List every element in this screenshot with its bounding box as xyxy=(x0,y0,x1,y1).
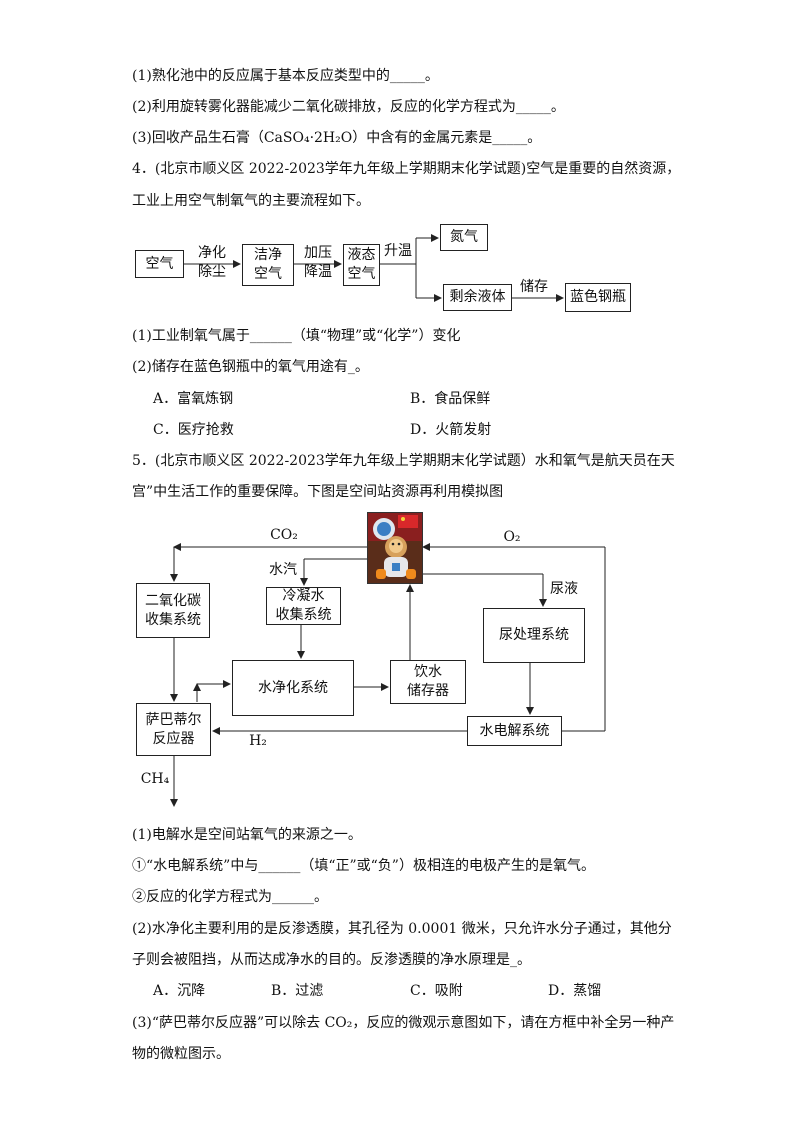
q5-sub-3-line-2: 物的微粒图示。 xyxy=(132,1046,230,1062)
co2-label: CO₂ xyxy=(270,527,298,543)
clean-air-box: 洁净空气 xyxy=(242,244,294,286)
q5-option-a: A．沉降 xyxy=(153,983,206,999)
vapor-label: 水汽 xyxy=(269,562,297,578)
sabatier-line-1: 萨巴蒂尔 xyxy=(145,711,202,728)
q5-sub-1b: ②反应的化学方程式为______。 xyxy=(132,889,328,905)
urine-box-label: 尿处理系统 xyxy=(499,627,569,643)
drinking-water-box: 饮水储存器 xyxy=(390,660,466,704)
clean-air-label: 空气 xyxy=(254,266,282,282)
q3-line-3: (3)回收产品生石膏（CaSO₄·2H₂O）中含有的金属元素是_____。 xyxy=(132,130,542,146)
cool-label: 降温 xyxy=(304,264,332,280)
condensate-box: 冷凝水收集系统 xyxy=(266,587,341,625)
purify-label: 净化 xyxy=(198,245,226,261)
q5-sub-1a: ①“水电解系统”中与______（填“正”或“负”）极相连的电极产生的是氧气。 xyxy=(132,858,595,874)
electrolysis-box: 水电解系统 xyxy=(467,716,562,746)
q4-intro-line-2: 工业上用空气制氧气的主要流程如下。 xyxy=(132,193,370,209)
liquid-label: 液态 xyxy=(347,247,376,263)
h2-label: H₂ xyxy=(249,733,267,749)
nitrogen-box: 氮气 xyxy=(440,224,488,251)
store-label: 储存 xyxy=(520,279,548,295)
ch4-label: CH₄ xyxy=(140,771,170,787)
urine-processing-box: 尿处理系统 xyxy=(483,608,585,663)
q4-option-d: D．火箭发射 xyxy=(410,422,492,438)
cylinder-label: 蓝色钢瓶 xyxy=(570,289,626,305)
urine-label: 尿液 xyxy=(550,581,578,597)
q3-line-2: (2)利用旋转雾化器能减少二氧化碳排放，反应的化学方程式为_____。 xyxy=(132,99,565,115)
q4-option-b: B．食品保鲜 xyxy=(410,391,491,407)
heat-label: 升温 xyxy=(384,243,412,259)
q5-option-d: D．蒸馏 xyxy=(548,983,602,999)
purify-box-label: 水净化系统 xyxy=(258,679,328,696)
q5-intro-line-2: 宫”中生活工作的重要保障。下图是空间站资源再利用模拟图 xyxy=(132,484,504,500)
residue-box: 剩余液体 xyxy=(443,284,512,311)
q5-intro-line-1: 5．(北京市顺义区 2022-2023学年九年级上学期期末化学试题）水和氧气是航… xyxy=(132,453,675,469)
q4-option-a: A．富氧炼钢 xyxy=(153,391,234,407)
q4-intro-line-1: 4．(北京市顺义区 2022-2023学年九年级上学期期末化学试题)空气是重要的… xyxy=(132,161,681,177)
sabatier-reactor-box: 萨巴蒂尔反应器 xyxy=(136,703,211,756)
q5-sub-2-line-1: (2)水净化主要利用的是反渗透膜，其孔径为 0.0001 微米，只允许水分子通过… xyxy=(132,921,672,937)
air-box: 空气 xyxy=(135,250,184,278)
q5-sub-2-line-2: 子则会被阻挡，从而达成净水的目的。反渗透膜的净水原理是_。 xyxy=(132,952,531,968)
q5-option-b: B．过滤 xyxy=(271,983,324,999)
sabatier-line-2: 反应器 xyxy=(152,730,195,747)
dust-label: 除尘 xyxy=(198,264,226,280)
air-label: 空气 xyxy=(145,255,174,272)
condensate-line-1: 冷凝水 xyxy=(282,588,325,604)
q4-sub-2: (2)储存在蓝色钢瓶中的氧气用途有_。 xyxy=(132,359,369,375)
q3-line-1: (1)熟化池中的反应属于基本反应类型中的_____。 xyxy=(132,68,439,84)
co2-box-line-1: 二氧化碳 xyxy=(145,592,201,609)
drink-line-1: 饮水 xyxy=(414,664,442,680)
cylinder-box: 蓝色钢瓶 xyxy=(565,283,631,312)
clean-label: 洁净 xyxy=(254,247,282,263)
q5-sub-1: (1)电解水是空间站氧气的来源之一。 xyxy=(132,827,362,843)
water-purification-box: 水净化系统 xyxy=(232,660,354,716)
q5-option-c: C．吸附 xyxy=(410,983,463,999)
liquid-air-label: 空气 xyxy=(347,266,376,282)
astronaut-image xyxy=(367,512,423,584)
co2-box-line-2: 收集系统 xyxy=(145,611,201,628)
q4-sub-1: (1)工业制氧气属于______（填“物理”或“化学”）变化 xyxy=(132,328,461,344)
drink-line-2: 储存器 xyxy=(407,683,449,699)
electrolysis-label: 水电解系统 xyxy=(479,722,550,739)
residue-label: 剩余液体 xyxy=(449,289,506,305)
compress-cool-label: 加压 降温 xyxy=(297,244,339,282)
liquid-air-box: 液态空气 xyxy=(343,244,380,286)
compress-label: 加压 xyxy=(304,245,332,261)
condensate-line-2: 收集系统 xyxy=(275,607,332,623)
q5-sub-3-line-1: (3)“萨巴蒂尔反应器”可以除去 CO₂，反应的微观示意图如下，请在方框中补全另… xyxy=(132,1015,675,1031)
q4-option-c: C．医疗抢救 xyxy=(153,422,234,438)
co2-collection-box: 二氧化碳收集系统 xyxy=(136,583,210,638)
o2-label: O₂ xyxy=(503,529,521,545)
nitrogen-label: 氮气 xyxy=(450,229,478,245)
purify-dust-label: 净化 除尘 xyxy=(190,244,234,282)
